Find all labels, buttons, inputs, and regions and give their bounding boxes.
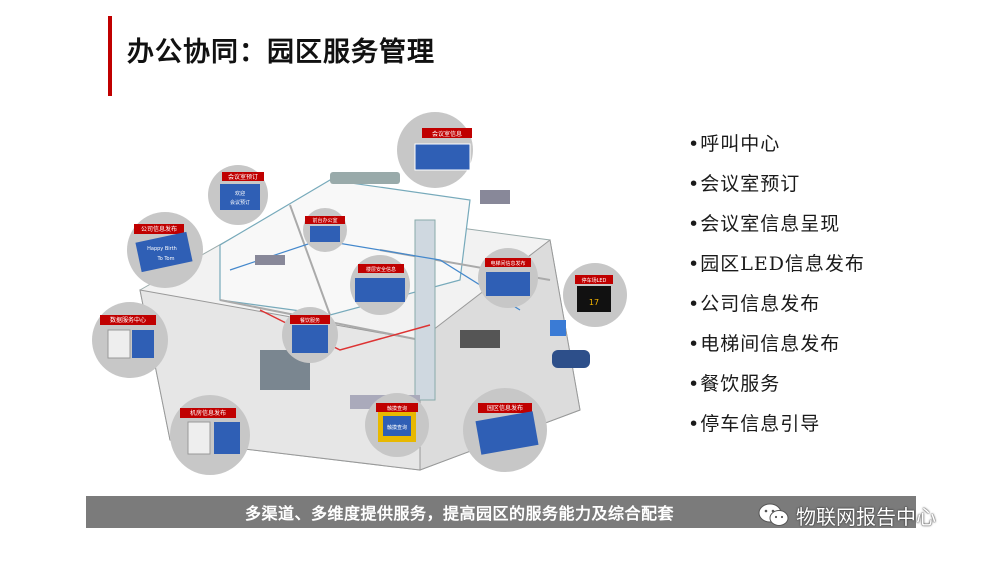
- svg-text:欢迎: 欢迎: [235, 190, 245, 197]
- service-list: •呼叫中心 •会议室预订 •会议室信息呈现 •园区LED信息发布 •公司信息发布…: [688, 128, 865, 448]
- watermark-text: 物联网报告中心: [796, 504, 936, 529]
- callout-park-info: 园区信息发布: [463, 388, 547, 472]
- list-item: •园区LED信息发布: [688, 253, 865, 275]
- svg-text:园区信息发布: 园区信息发布: [487, 404, 523, 412]
- list-item: •会议室预订: [688, 173, 801, 195]
- svg-text:会议室预订: 会议室预订: [228, 173, 258, 181]
- summary-banner-text: 多渠道、多维度提供服务，提高园区的服务能力及综合配套: [245, 504, 675, 523]
- svg-text:17: 17: [589, 298, 599, 307]
- callout-touch-query: 触摸查询 触摸查询: [365, 393, 429, 457]
- wechat-icon: [758, 503, 789, 526]
- callout-catering: 餐饮服务: [282, 307, 338, 363]
- svg-text:触摸查询: 触摸查询: [387, 424, 407, 431]
- svg-text:楼层安全信息: 楼层安全信息: [366, 266, 396, 273]
- svg-text:会议预订: 会议预订: [230, 199, 250, 206]
- svg-text:前台办公室: 前台办公室: [312, 217, 337, 224]
- svg-text:电梯间信息发布: 电梯间信息发布: [490, 260, 525, 267]
- callout-front-office: 前台办公室: [303, 208, 347, 252]
- callout-meeting-info: 会议室信息: [397, 112, 473, 188]
- callout-floor-safety: 楼层安全信息: [350, 255, 410, 315]
- svg-text:触摸查询: 触摸查询: [387, 405, 407, 412]
- callout-meeting-booking: 会议室预订 欢迎 会议预订: [208, 165, 268, 225]
- callout-server-room: 机房信息发布: [170, 395, 250, 475]
- list-item: •公司信息发布: [688, 293, 821, 315]
- callout-elevator-info: 电梯间信息发布: [478, 248, 538, 308]
- svg-text:公司信息发布: 公司信息发布: [141, 225, 177, 233]
- watermark: 物联网报告中心: [758, 500, 936, 530]
- callout-data-center: 数据服务中心: [92, 302, 168, 378]
- list-item: •会议室信息呈现: [688, 213, 841, 235]
- svg-text:数据服务中心: 数据服务中心: [110, 316, 146, 324]
- svg-text:停车场LED: 停车场LED: [582, 277, 607, 284]
- page-title: 办公协同：园区服务管理: [127, 37, 435, 68]
- callout-parking-led: 停车场LED 17: [563, 263, 627, 327]
- svg-text:Happy Birth: Happy Birth: [147, 246, 177, 252]
- list-item: •电梯间信息发布: [688, 333, 841, 355]
- list-item: •停车信息引导: [688, 413, 821, 435]
- svg-text:To Tom: To Tom: [157, 256, 175, 262]
- svg-text:会议室信息: 会议室信息: [432, 130, 462, 138]
- office-park-illustration: 会议室信息 会议室预订 欢迎 会议预订 公司信息发布 Happy Birth T…: [92, 112, 627, 475]
- list-item: •呼叫中心: [688, 133, 781, 155]
- title-accent-bar: [108, 16, 112, 96]
- svg-text:机房信息发布: 机房信息发布: [190, 409, 226, 417]
- list-item: •餐饮服务: [688, 373, 781, 395]
- callout-company-info: 公司信息发布 Happy Birth To Tom: [127, 212, 203, 288]
- svg-text:餐饮服务: 餐饮服务: [300, 317, 320, 324]
